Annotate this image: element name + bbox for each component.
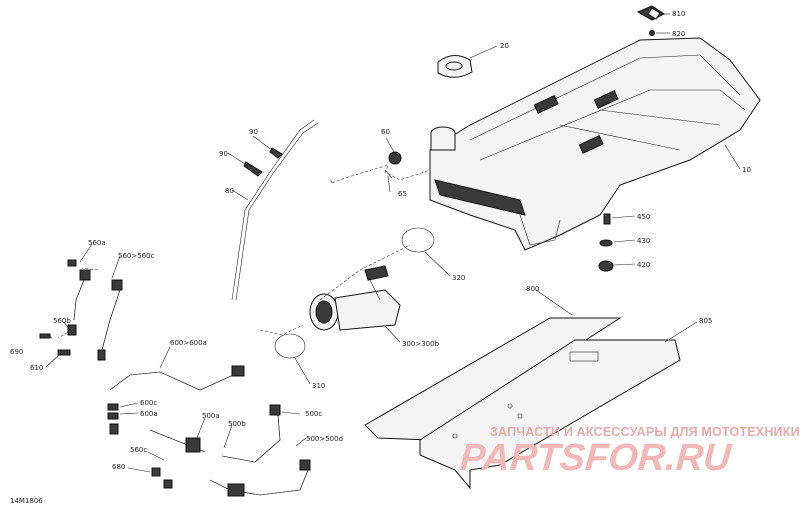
hose-500 xyxy=(149,404,311,497)
callout-820: 820 xyxy=(672,30,685,38)
hose-560 xyxy=(67,259,123,361)
callout-310: 310 xyxy=(312,382,325,390)
callout-420: 420 xyxy=(637,261,650,269)
fuel-pump xyxy=(309,265,401,331)
diagram-id: 14M1806 xyxy=(10,497,43,505)
dashed-line xyxy=(384,165,431,181)
callout-90-bottom: 90 xyxy=(219,150,228,158)
callout-690: 690 xyxy=(10,348,23,356)
callout-560b: 560b xyxy=(53,317,71,325)
dashed-line xyxy=(329,177,333,184)
callout-500b: 500b xyxy=(228,420,246,428)
vent-valve xyxy=(636,5,665,36)
callout-500a: 500a xyxy=(202,412,220,420)
callout-90-top: 90 xyxy=(249,128,258,136)
callout-560c-lower: 560c xyxy=(130,446,147,454)
fuel-tank xyxy=(429,37,761,251)
watermark-logo: PARTSFOR.RU xyxy=(459,437,734,479)
protective-panels xyxy=(364,317,681,490)
callout-560a: 560a xyxy=(88,239,106,247)
callout-450: 450 xyxy=(637,213,650,221)
callout-320: 320 xyxy=(452,274,465,282)
callout-500d: 500>500d xyxy=(306,435,343,443)
dashed-line xyxy=(319,244,411,301)
callout-800: 800 xyxy=(526,285,539,293)
dashed-line xyxy=(57,267,99,339)
gasket-320 xyxy=(401,227,435,253)
filler-neck xyxy=(430,126,456,151)
rollover-valve xyxy=(384,151,402,179)
watermark: ЗАПЧАСТИ И АКСЕССУАРЫ ДЛЯ МОТОТЕХНИКИ PA… xyxy=(459,425,800,479)
callout-600a: 600a xyxy=(140,410,158,418)
dashed-line xyxy=(259,324,304,336)
callout-600a-main: 600>600a xyxy=(170,339,207,347)
dashed-line xyxy=(331,164,389,184)
callout-10: 10 xyxy=(742,166,751,174)
callout-500c: 500c xyxy=(305,410,322,418)
gasket-310 xyxy=(274,333,306,359)
leader-lines xyxy=(45,13,741,473)
callout-560c: 560>560c xyxy=(118,252,155,260)
vent-tube xyxy=(231,119,319,301)
callout-610: 610 xyxy=(30,364,43,372)
fuel-cap xyxy=(437,55,473,78)
small-fittings xyxy=(39,333,71,356)
callout-80: 80 xyxy=(225,187,234,195)
callout-300: 300>300b xyxy=(402,340,440,348)
callout-600c: 600c xyxy=(140,399,157,407)
callout-430: 430 xyxy=(637,237,650,245)
callout-labels: 20 10 810 820 450 430 420 320 310 300>30… xyxy=(10,10,751,505)
mounting-hardware xyxy=(598,213,614,272)
watermark-tagline: ЗАПЧАСТИ И АКСЕССУАРЫ ДЛЯ МОТОТЕХНИКИ xyxy=(490,425,800,439)
callout-65: 65 xyxy=(398,190,407,198)
callout-20: 20 xyxy=(500,42,509,50)
hose-600 xyxy=(107,365,245,435)
callout-680: 680 xyxy=(112,463,125,471)
callout-810: 810 xyxy=(672,10,685,18)
callout-60: 60 xyxy=(381,128,390,136)
callout-805: 805 xyxy=(699,317,712,325)
